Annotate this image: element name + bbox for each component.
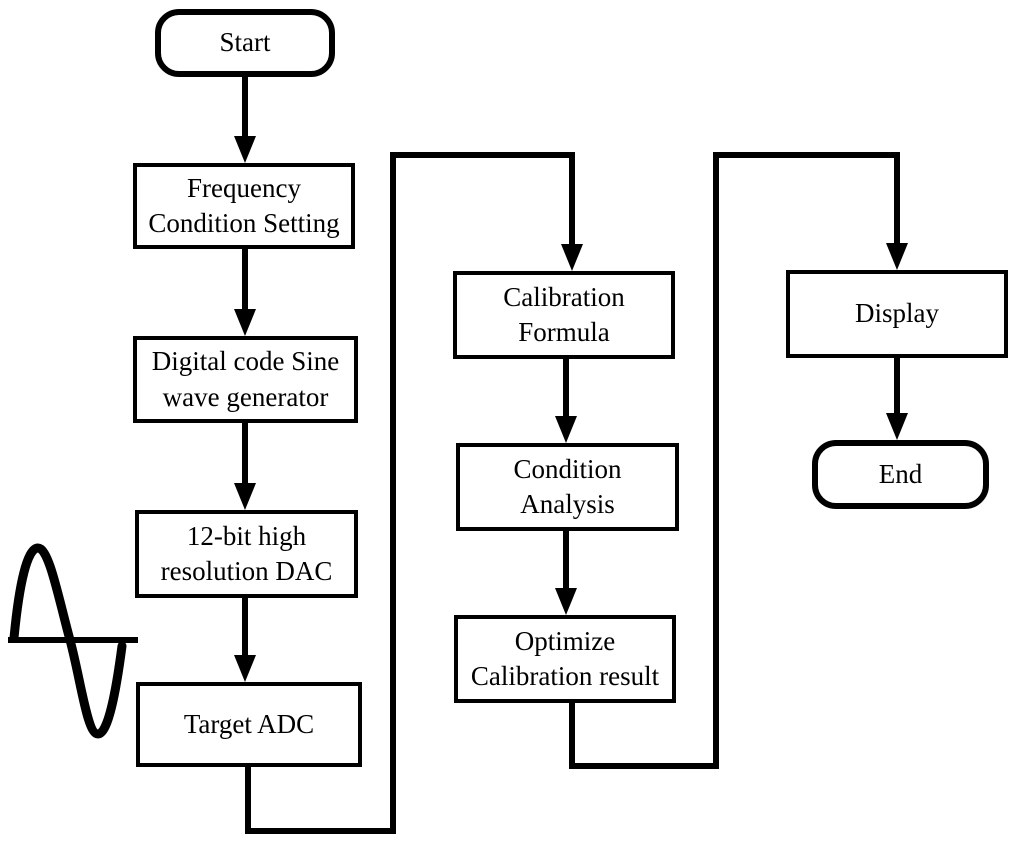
edge-start-to-frequency bbox=[234, 73, 256, 163]
sine-wave-icon bbox=[8, 543, 138, 739]
node-display: Display bbox=[786, 270, 1008, 358]
edge-dac-to-target-adc bbox=[234, 594, 256, 682]
node-optimize-calibration-result: Optimize Calibration result bbox=[454, 615, 676, 703]
edge-frequency-to-sine-generator bbox=[234, 245, 256, 336]
node-start: Start bbox=[155, 9, 335, 77]
node-calibration-formula-label: Calibration Formula bbox=[503, 281, 625, 347]
node-start-label: Start bbox=[219, 27, 271, 58]
node-optimize-label: Optimize Calibration result bbox=[470, 625, 660, 691]
node-end: End bbox=[812, 440, 989, 509]
edge-calibration-formula-to-condition-analysis bbox=[555, 355, 577, 443]
node-12-bit-dac: 12-bit high resolution DAC bbox=[135, 510, 358, 598]
edge-target-adc-to-calibration-formula bbox=[245, 152, 583, 834]
node-digital-code-sine-wave-generator: Digital code Sine wave generator bbox=[133, 336, 358, 423]
edge-optimize-to-display bbox=[569, 152, 908, 769]
node-display-label: Display bbox=[855, 298, 939, 329]
node-calibration-formula: Calibration Formula bbox=[453, 271, 675, 359]
edge-display-to-end bbox=[886, 354, 908, 440]
node-sine-generator-label: Digital code Sine wave generator bbox=[151, 346, 340, 412]
node-target-adc: Target ADC bbox=[136, 682, 362, 767]
node-condition-analysis-label: Condition Analysis bbox=[513, 453, 622, 519]
node-target-adc-label: Target ADC bbox=[183, 708, 315, 739]
node-frequency-label: Frequency Condition Setting bbox=[148, 172, 340, 238]
node-end-label: End bbox=[878, 458, 923, 489]
edge-condition-analysis-to-optimize bbox=[555, 527, 577, 615]
node-condition-analysis: Condition Analysis bbox=[456, 443, 679, 531]
node-dac-label: 12-bit high resolution DAC bbox=[160, 520, 333, 586]
node-frequency-condition-setting: Frequency Condition Setting bbox=[133, 163, 355, 249]
edge-sine-generator-to-dac bbox=[234, 419, 256, 510]
